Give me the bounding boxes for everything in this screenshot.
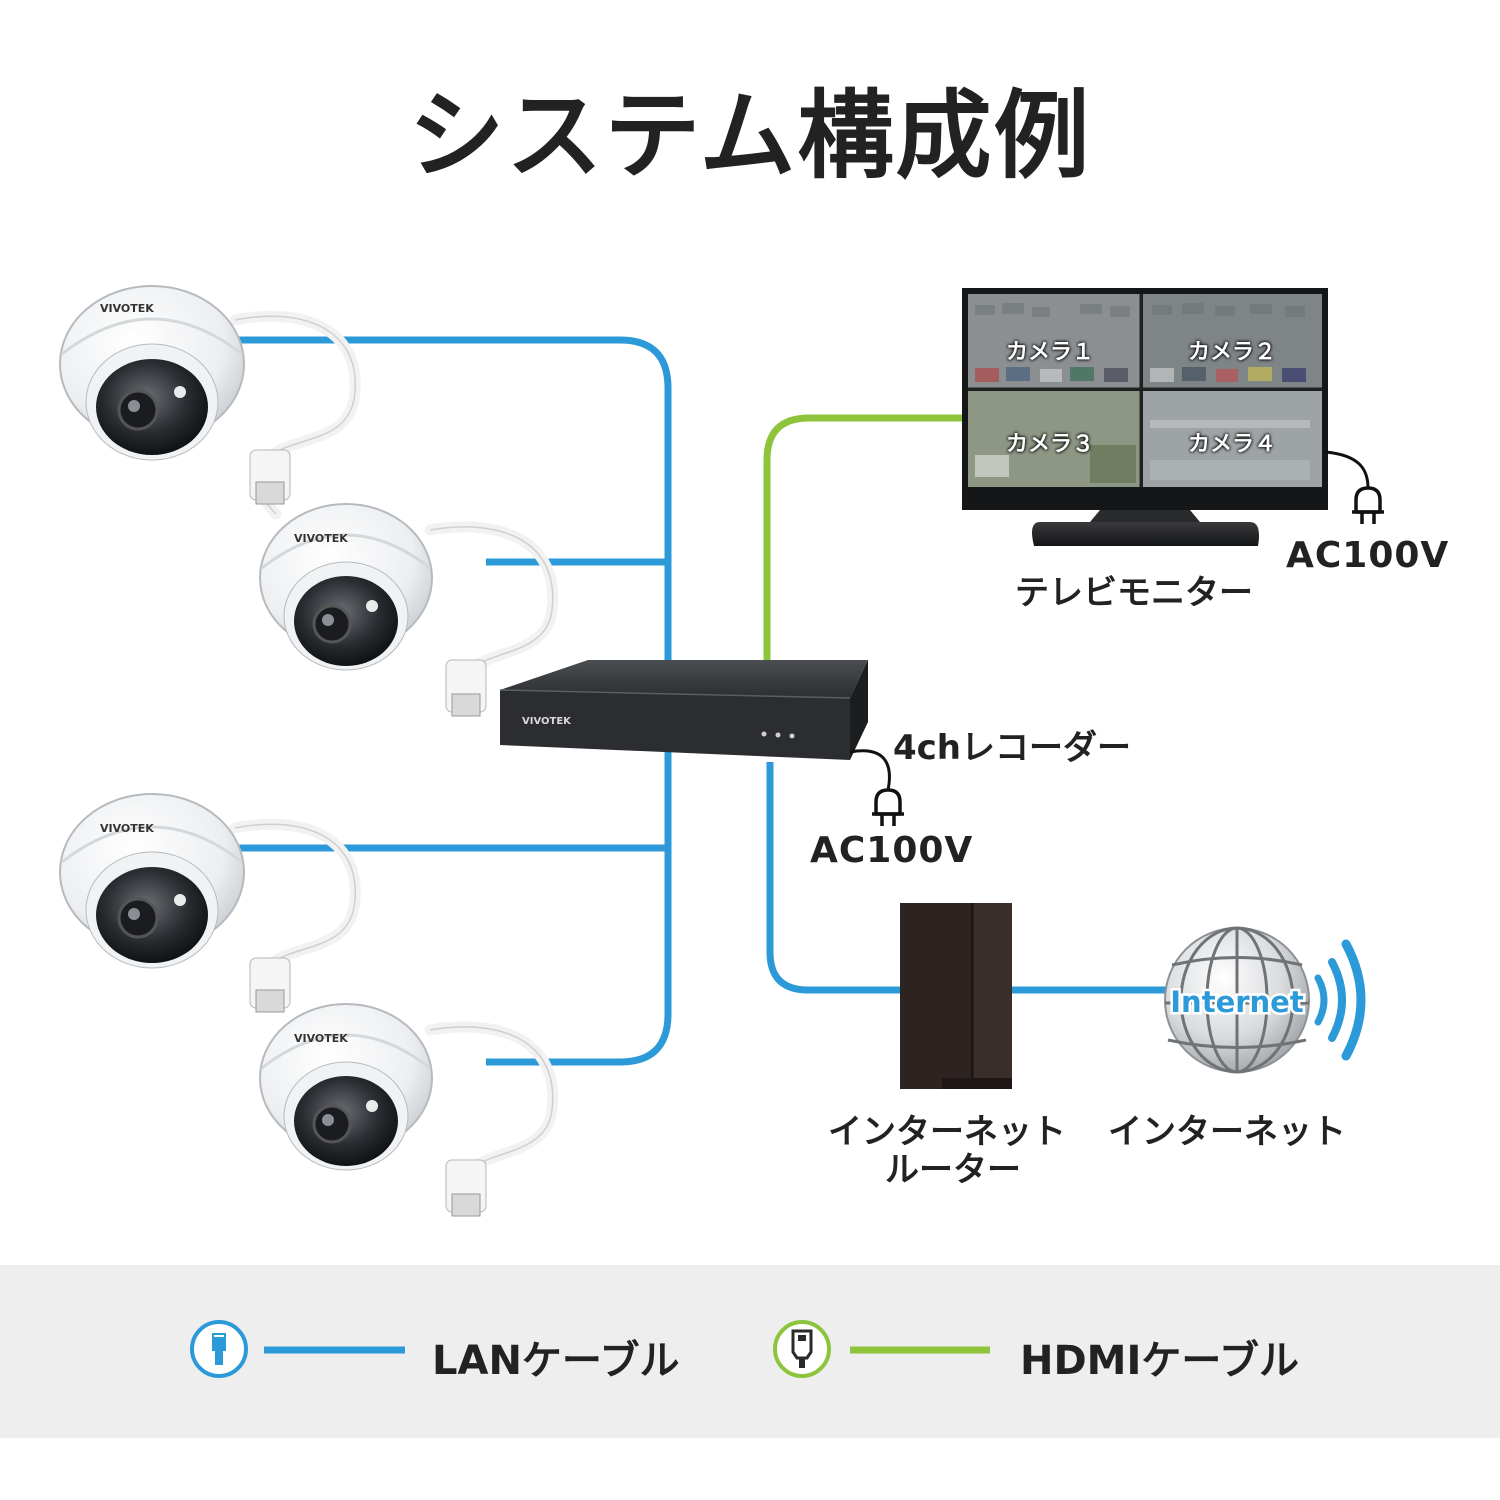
- camera-brand: VIVOTEK: [294, 1032, 348, 1045]
- internet-router: [900, 903, 1012, 1089]
- monitor-screen-label: カメラ４: [1188, 432, 1277, 457]
- page-title: システム構成例: [408, 80, 1092, 192]
- nvr-led-net: [761, 731, 767, 737]
- power-plug-icon: [872, 788, 904, 826]
- camera-brand: VIVOTEK: [100, 822, 154, 835]
- globe-text: Internet: [1170, 985, 1304, 1019]
- nvr-recorder: VIVOTEK: [499, 660, 891, 791]
- camera-brand: VIVOTEK: [294, 532, 348, 545]
- tv-monitor: [962, 288, 1370, 546]
- nvr-led-status: [775, 732, 781, 738]
- monitor-power-label: AC100V: [1286, 535, 1450, 576]
- dome-camera-4: VIVOTEK: [259, 1003, 559, 1217]
- router-label-line1: インターネット: [828, 1112, 1066, 1152]
- camera-brand: VIVOTEK: [100, 302, 154, 315]
- dome-camera-1: VIVOTEK: [59, 285, 361, 520]
- hdmi-cable-icon: [773, 1320, 831, 1378]
- lan-cable-camera-4: [486, 745, 672, 1066]
- dome-camera-3: VIVOTEK: [59, 793, 361, 1013]
- wireless-signal-icon: [1314, 939, 1366, 1061]
- dome-camera-2: VIVOTEK: [259, 503, 559, 717]
- globe-icon: Internet: [1164, 926, 1310, 1074]
- router-label-line2: ルーター: [885, 1150, 1021, 1190]
- lan-cable-camera-1: [235, 336, 672, 665]
- recorder-power-label: AC100V: [810, 830, 974, 871]
- hdmi-cable-monitor: [763, 414, 966, 662]
- recorder-label: 4chレコーダー: [893, 728, 1132, 768]
- monitor-screen-label: カメラ２: [1188, 340, 1277, 365]
- monitor-label: テレビモニター: [1015, 573, 1253, 613]
- monitor-screen-label: カメラ１: [1006, 340, 1095, 365]
- power-plug-icon: [1352, 486, 1384, 524]
- nvr-led-power: [789, 733, 795, 739]
- legend-panel: [0, 1265, 1500, 1438]
- lan-cable-icon: [190, 1320, 248, 1378]
- lan-cable-router: [766, 762, 900, 994]
- nvr-brand: VIVOTEK: [522, 716, 572, 727]
- legend-lan-label: LANケーブル: [432, 1338, 680, 1384]
- internet-label: インターネット: [1108, 1112, 1346, 1152]
- legend-hdmi-label: HDMIケーブル: [1020, 1338, 1299, 1384]
- monitor-screen-label: カメラ３: [1006, 432, 1095, 457]
